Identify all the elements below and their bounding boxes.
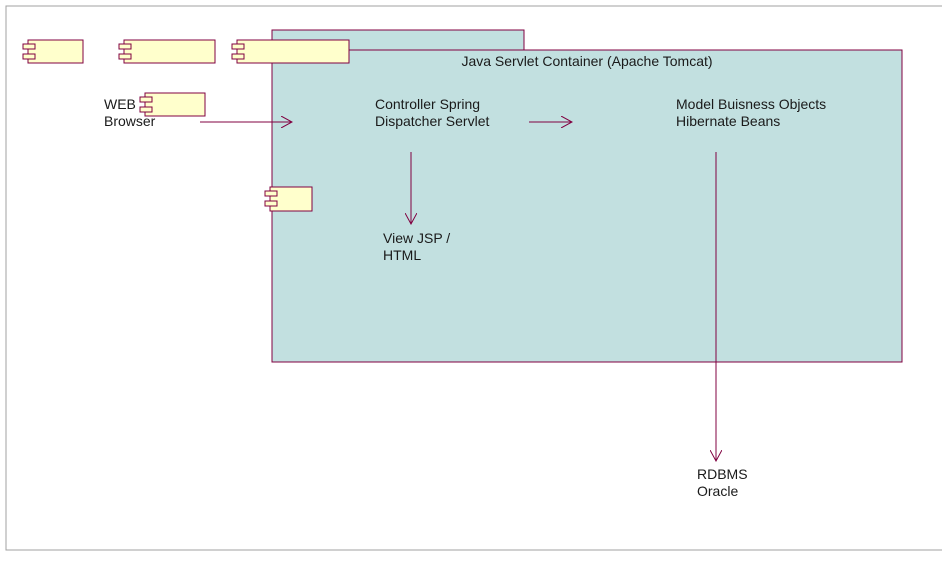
component-icon-3[interactable] (231, 39, 350, 64)
container-body (271, 49, 903, 363)
component-icon-2[interactable] (118, 39, 216, 64)
browser-component[interactable] (139, 92, 206, 117)
component-icon-1[interactable] (22, 39, 84, 64)
controller-label: Controller Spring Dispatcher Servlet (375, 96, 489, 129)
view-component-icon[interactable] (264, 186, 313, 212)
container-title: Java Servlet Container (Apache Tomcat) (461, 53, 712, 69)
view-label: View JSP / HTML (383, 230, 454, 263)
browser-label: WEB Browser (104, 96, 156, 129)
model-label: Model Buisness Objects Hibernate Beans (676, 96, 830, 129)
database-label: RDBMS Oracle (697, 466, 751, 499)
servlet-container[interactable]: Java Servlet Container (Apache Tomcat) (271, 29, 903, 363)
